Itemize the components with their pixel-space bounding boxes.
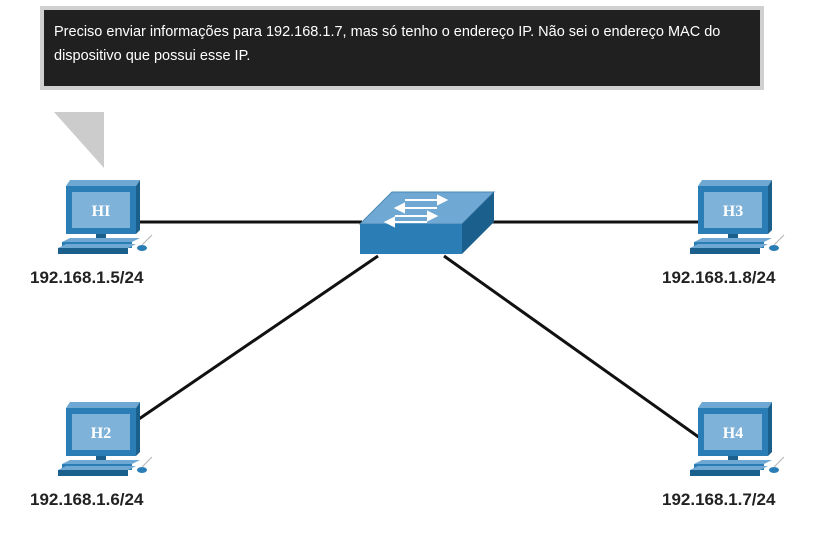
host-h3-name: H3 bbox=[723, 203, 743, 220]
switch-icon bbox=[358, 191, 496, 254]
host-h3: H3 bbox=[689, 179, 785, 255]
host-h4: H4 bbox=[689, 401, 785, 477]
host-h1: HI bbox=[57, 179, 153, 255]
host-h4-name: H4 bbox=[723, 425, 743, 442]
host-h3-ip: 192.168.1.8/24 bbox=[662, 268, 776, 287]
link-switch-h2 bbox=[135, 254, 379, 423]
host-h2-name: H2 bbox=[91, 425, 111, 442]
host-h4-ip: 192.168.1.7/24 bbox=[662, 490, 776, 509]
host-h2-ip: 192.168.1.6/24 bbox=[30, 490, 144, 509]
host-h2: H2 bbox=[57, 401, 153, 477]
speech-pointer bbox=[54, 112, 104, 168]
link-switch-h4 bbox=[443, 254, 701, 440]
speech-callout-body: Preciso enviar informações para 192.168.… bbox=[44, 10, 760, 86]
speech-callout-text: Preciso enviar informações para 192.168.… bbox=[54, 24, 721, 64]
host-h1-name: HI bbox=[92, 203, 111, 220]
speech-callout: Preciso enviar informações para 192.168.… bbox=[40, 6, 764, 90]
host-h1-ip: 192.168.1.5/24 bbox=[30, 268, 144, 287]
